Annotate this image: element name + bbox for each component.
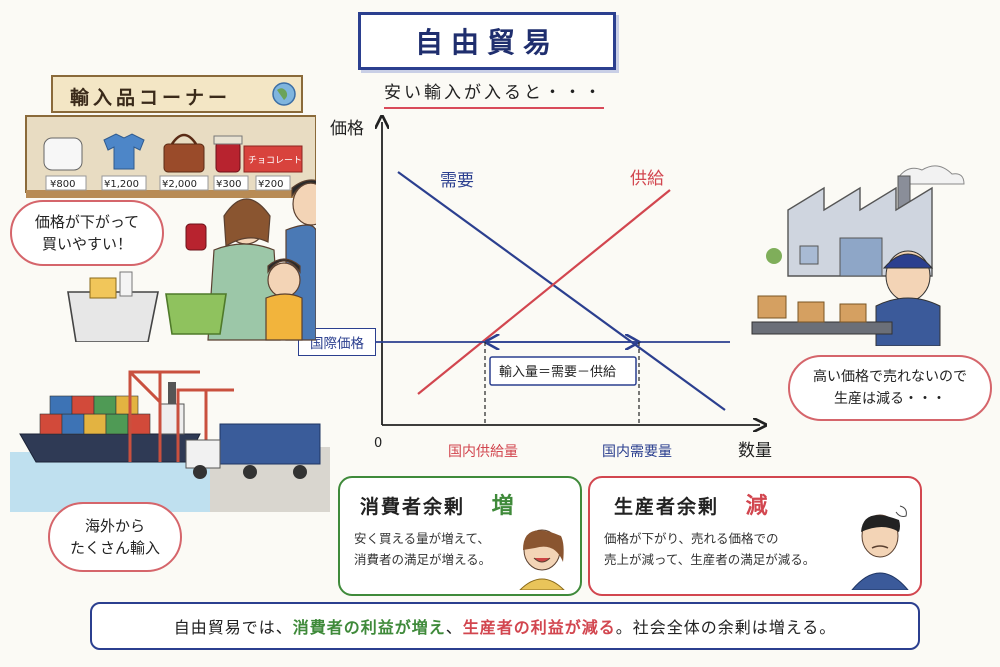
- import-label-box: [489, 356, 637, 386]
- consumer-surplus-line-2: 消費者の満足が増える。: [354, 552, 492, 567]
- factory-illustration: [751, 165, 965, 346]
- shopping-baskets: [67, 271, 227, 342]
- supply-demand-chart: 価格 数量 0 需要 供給 国内供給量 国内需要量 輸入量＝需要－供給: [330, 110, 772, 461]
- consumer-surplus-effect: 増: [491, 494, 516, 519]
- handbag-icon: [163, 143, 205, 173]
- tshirt-icon: [103, 133, 145, 170]
- shopper-bubble-line-2: 買いやすい！: [41, 235, 132, 253]
- world-price-tag: 国際価格: [298, 328, 376, 356]
- origin-label: 0: [374, 436, 382, 451]
- chocolate-label: チョコレート: [248, 155, 302, 166]
- demand-line: [397, 171, 726, 411]
- price-tag-4: ¥300: [216, 179, 241, 190]
- title-box: 自由貿易: [358, 12, 616, 70]
- demand-label: 需要: [440, 171, 474, 191]
- shop-sign: 輸入品コーナー: [70, 87, 232, 109]
- producer-surplus-line-1: 価格が下がり、売れる価格での: [604, 531, 779, 546]
- producer-bubble-line-2: 生産は減る・・・: [834, 391, 946, 407]
- producer-surplus-effect: 減: [745, 494, 770, 519]
- producer-surplus-text: 価格が下がり、売れる価格での 売上が減って、生産者の満足が減る。: [604, 528, 815, 570]
- price-tag-2: ¥1,200: [104, 179, 139, 190]
- producer-surplus-line-2: 売上が減って、生産者の満足が減る。: [604, 552, 816, 567]
- chocolate-box-icon: [243, 145, 303, 173]
- consumer-surplus-title: 消費者余剰: [360, 496, 466, 518]
- conveyor-belt: [751, 321, 893, 335]
- import-bubble-line-1: 海外から: [84, 517, 145, 535]
- import-shop-illustration: チョコレート ¥800 ¥1,200 ¥2,000 ¥300 ¥200: [25, 75, 316, 342]
- summary-part-5: 。社会全体の余剰は増える。: [615, 618, 837, 637]
- domestic-supply-label: 国内供給量: [448, 444, 518, 460]
- summary-box: 自由貿易では、 消費者の利益が増え 、 生産者の利益が減る 。社会全体の余剰は増…: [90, 602, 920, 650]
- consumer-surplus-text: 安く買える量が増えて、 消費者の満足が増える。: [354, 528, 491, 570]
- price-tag-1: ¥800: [50, 179, 75, 190]
- producer-surplus-panel: 生産者余剰 減 価格が下がり、売れる価格での 売上が減って、生産者の満足が減る。: [588, 476, 922, 596]
- happy-woman-icon: [519, 529, 565, 590]
- x-axis-label: 数量: [738, 441, 772, 461]
- producer-surplus-title: 生産者余剰: [614, 496, 720, 518]
- import-label: 輸入量＝需要－供給: [499, 365, 616, 380]
- page-title: 自由貿易: [414, 26, 559, 59]
- import-speech-bubble: 海外から たくさん輸入: [48, 502, 182, 572]
- jam-jar-icon: [215, 141, 241, 173]
- price-tag-3: ¥2,000: [162, 179, 197, 190]
- domestic-demand-label: 国内需要量: [602, 444, 672, 460]
- producer-speech-bubble: 高い価格で売れないので 生産は減る・・・: [788, 355, 992, 421]
- y-axis-label: 価格: [330, 119, 364, 139]
- summary-part-1: 自由貿易では、: [173, 618, 293, 637]
- cardboard-boxes: [757, 295, 867, 323]
- supply-label: 供給: [630, 169, 664, 189]
- family-shoppers: [207, 179, 316, 341]
- shipping-containers: [39, 395, 151, 435]
- summary-producer-loss: 生産者の利益が減る: [462, 618, 616, 637]
- truck-container: [219, 423, 321, 465]
- consumer-surplus-line-1: 安く買える量が増えて、: [354, 531, 490, 546]
- shopper-bubble-line-1: 価格が下がって: [34, 213, 140, 231]
- supply-line: [417, 189, 671, 395]
- producer-bubble-line-1: 高い価格で売れないので: [813, 369, 967, 385]
- summary-consumer-gain: 消費者の利益が増え: [292, 618, 446, 637]
- price-tag-5: ¥200: [258, 179, 283, 190]
- summary-part-3: 、: [445, 618, 463, 637]
- port-illustration: [10, 370, 330, 512]
- producer-surplus-heading: 生産者余剰 減: [614, 488, 770, 520]
- factory-building: [787, 186, 933, 277]
- truck-cab: [185, 439, 221, 469]
- shopper-speech-bubble: 価格が下がって 買いやすい！: [10, 200, 164, 266]
- consumer-surplus-heading: 消費者余剰 増: [360, 488, 516, 520]
- subtitle: 安い輸入が入ると・・・: [384, 78, 604, 109]
- rice-cooker-icon: [43, 137, 83, 171]
- import-bubble-line-2: たくさん輸入: [69, 539, 160, 557]
- worried-man-icon: [851, 505, 909, 590]
- consumer-surplus-panel: 消費者余剰 増 安く買える量が増えて、 消費者の満足が増える。: [338, 476, 582, 596]
